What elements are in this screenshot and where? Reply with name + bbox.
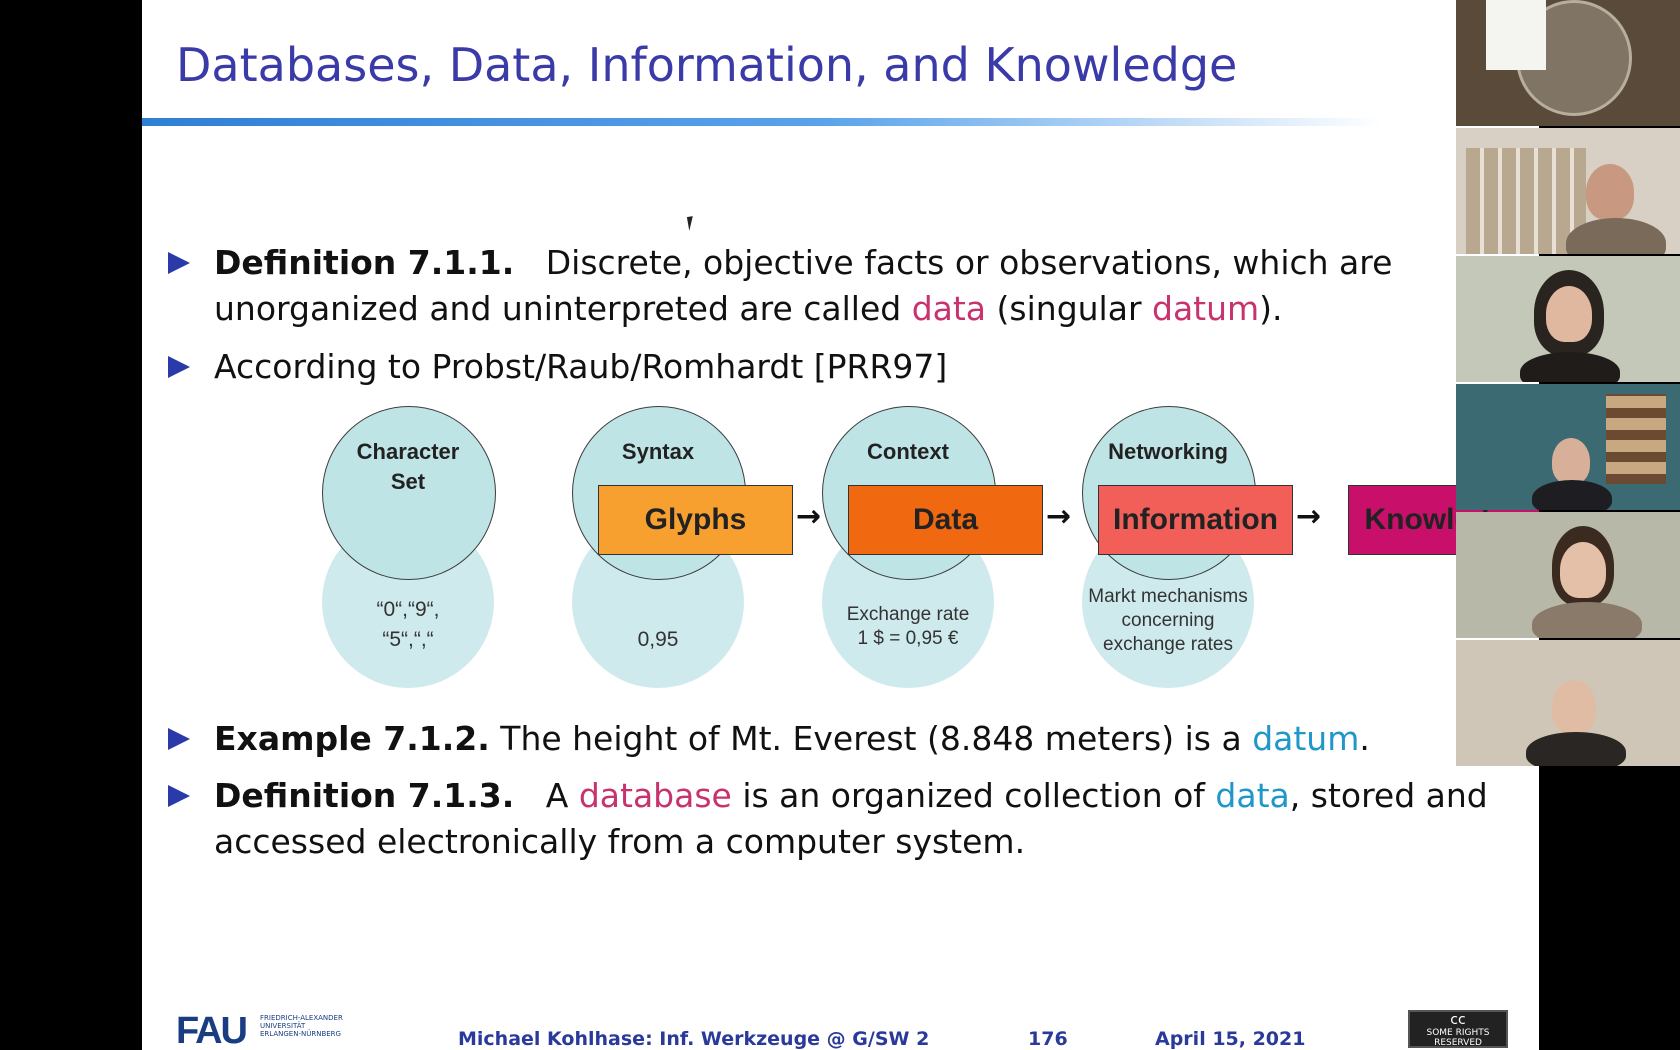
circle-label-syntax: Syntax <box>621 439 695 464</box>
box-data: Data <box>848 485 1043 555</box>
arrow-icon: → <box>1046 499 1072 534</box>
bullet-triangle-icon <box>168 785 190 807</box>
bullet-text: A <box>545 776 579 815</box>
term-data: data <box>911 289 987 328</box>
avatar-body <box>1532 602 1642 638</box>
dikw-diagram: Character Set Syntax Context Networking … <box>322 403 1539 688</box>
fau-logo-subtitle: FRIEDRICH-ALEXANDER UNIVERSITÄT ERLANGEN… <box>260 1014 343 1038</box>
bullet-example-712: Example 7.1.2. The height of Mt. Everest… <box>168 716 1370 762</box>
example-context: Exchange rate 1 $ = 0,95 € <box>846 604 970 649</box>
term-data: data <box>1215 776 1290 815</box>
bookshelf <box>1606 394 1666 484</box>
bookshelf <box>1466 148 1586 254</box>
avatar <box>1552 680 1596 734</box>
participant-tile[interactable] <box>1456 640 1680 766</box>
slide-title-bar: Databases, Data, Information, and Knowle… <box>142 0 1539 126</box>
participant-tile[interactable] <box>1456 384 1680 510</box>
term-database: database <box>578 776 732 815</box>
circle-label-networking: Networking <box>1108 439 1228 464</box>
cc-icon: cc <box>1450 1012 1466 1028</box>
participant-tile[interactable] <box>1456 256 1680 382</box>
fau-logo: FAU FRIEDRICH-ALEXANDER UNIVERSITÄT ERLA… <box>176 1010 343 1050</box>
fau-logo-text: FAU <box>176 1010 248 1050</box>
avatar-body <box>1520 352 1620 382</box>
avatar-body <box>1526 732 1626 766</box>
term-datum: datum <box>1252 719 1360 758</box>
bullet-probst: According to Probst/Raub/Romhardt [PRR97… <box>168 344 947 390</box>
cc-license-text: SOME RIGHTS RESERVED <box>1426 1028 1490 1048</box>
bullet-text: Discrete, objective facts or observation… <box>545 243 1393 282</box>
participant-tile[interactable] <box>1456 512 1680 638</box>
bullet-label: Definition 7.1.3. <box>214 776 515 815</box>
footer-author: Michael Kohlhase: Inf. Werkzeuge @ G/SW … <box>458 1028 930 1050</box>
bullet-definition-711: Definition 7.1.1. Discrete, objective fa… <box>168 240 1392 332</box>
slide-title: Databases, Data, Information, and Knowle… <box>176 38 1238 92</box>
slide: Databases, Data, Information, and Knowle… <box>142 0 1539 1050</box>
avatar <box>1546 286 1592 342</box>
bullet-text: is an organized collection of <box>731 776 1216 815</box>
bullet-text: accessed electronically from a computer … <box>214 822 1026 861</box>
footer-date: April 15, 2021 <box>1155 1028 1306 1050</box>
bullet-text: unorganized and uninterpreted are called <box>214 289 912 328</box>
bullet-text: ). <box>1259 289 1283 328</box>
example-networking: Markt mechanisms concerning exchange rat… <box>1088 586 1248 655</box>
mouse-cursor-icon <box>686 215 702 231</box>
bullet-triangle-icon <box>168 728 190 750</box>
window-light <box>1486 0 1546 70</box>
bullet-text: According to Probst/Raub/Romhardt [PRR97… <box>214 347 948 386</box>
bullet-definition-713: Definition 7.1.3. A database is an organ… <box>168 773 1488 865</box>
participant-tile[interactable] <box>1456 128 1680 254</box>
bullet-triangle-icon <box>168 252 190 274</box>
bullet-text: . <box>1359 719 1370 758</box>
example-character-set: “0“,“9“, “5“,“,“ <box>376 598 440 651</box>
avatar <box>1586 164 1634 220</box>
avatar-body <box>1532 480 1612 510</box>
avatar <box>1560 542 1606 598</box>
bullet-text: The height of Mt. Everest (8.848 meters)… <box>500 719 1253 758</box>
slide-footer: FAU FRIEDRICH-ALEXANDER UNIVERSITÄT ERLA… <box>142 1000 1539 1050</box>
bullet-triangle-icon <box>168 356 190 378</box>
avatar-body <box>1566 218 1666 254</box>
box-glyphs: Glyphs <box>598 485 793 555</box>
bullet-label: Definition 7.1.1. <box>214 243 515 282</box>
bullet-label: Example 7.1.2. <box>214 719 490 758</box>
participant-video-strip <box>1456 0 1680 766</box>
avatar <box>1552 438 1590 484</box>
bullet-text: , stored and <box>1289 776 1488 815</box>
circle-label-character-set: Character Set <box>356 439 460 494</box>
participant-tile[interactable] <box>1456 0 1680 126</box>
bullet-text: (singular <box>986 289 1152 328</box>
title-rule <box>142 118 1382 126</box>
footer-page-number: 176 <box>1028 1028 1068 1050</box>
diagram-circle-character-set <box>322 406 496 580</box>
example-syntax: 0,95 <box>637 628 679 651</box>
term-datum: datum <box>1152 289 1260 328</box>
box-information: Information <box>1098 485 1293 555</box>
circle-label-context: Context <box>867 439 949 464</box>
arrow-icon: → <box>796 499 822 534</box>
arrow-icon: → <box>1296 499 1322 534</box>
cc-license-badge: cc SOME RIGHTS RESERVED <box>1408 1010 1508 1048</box>
